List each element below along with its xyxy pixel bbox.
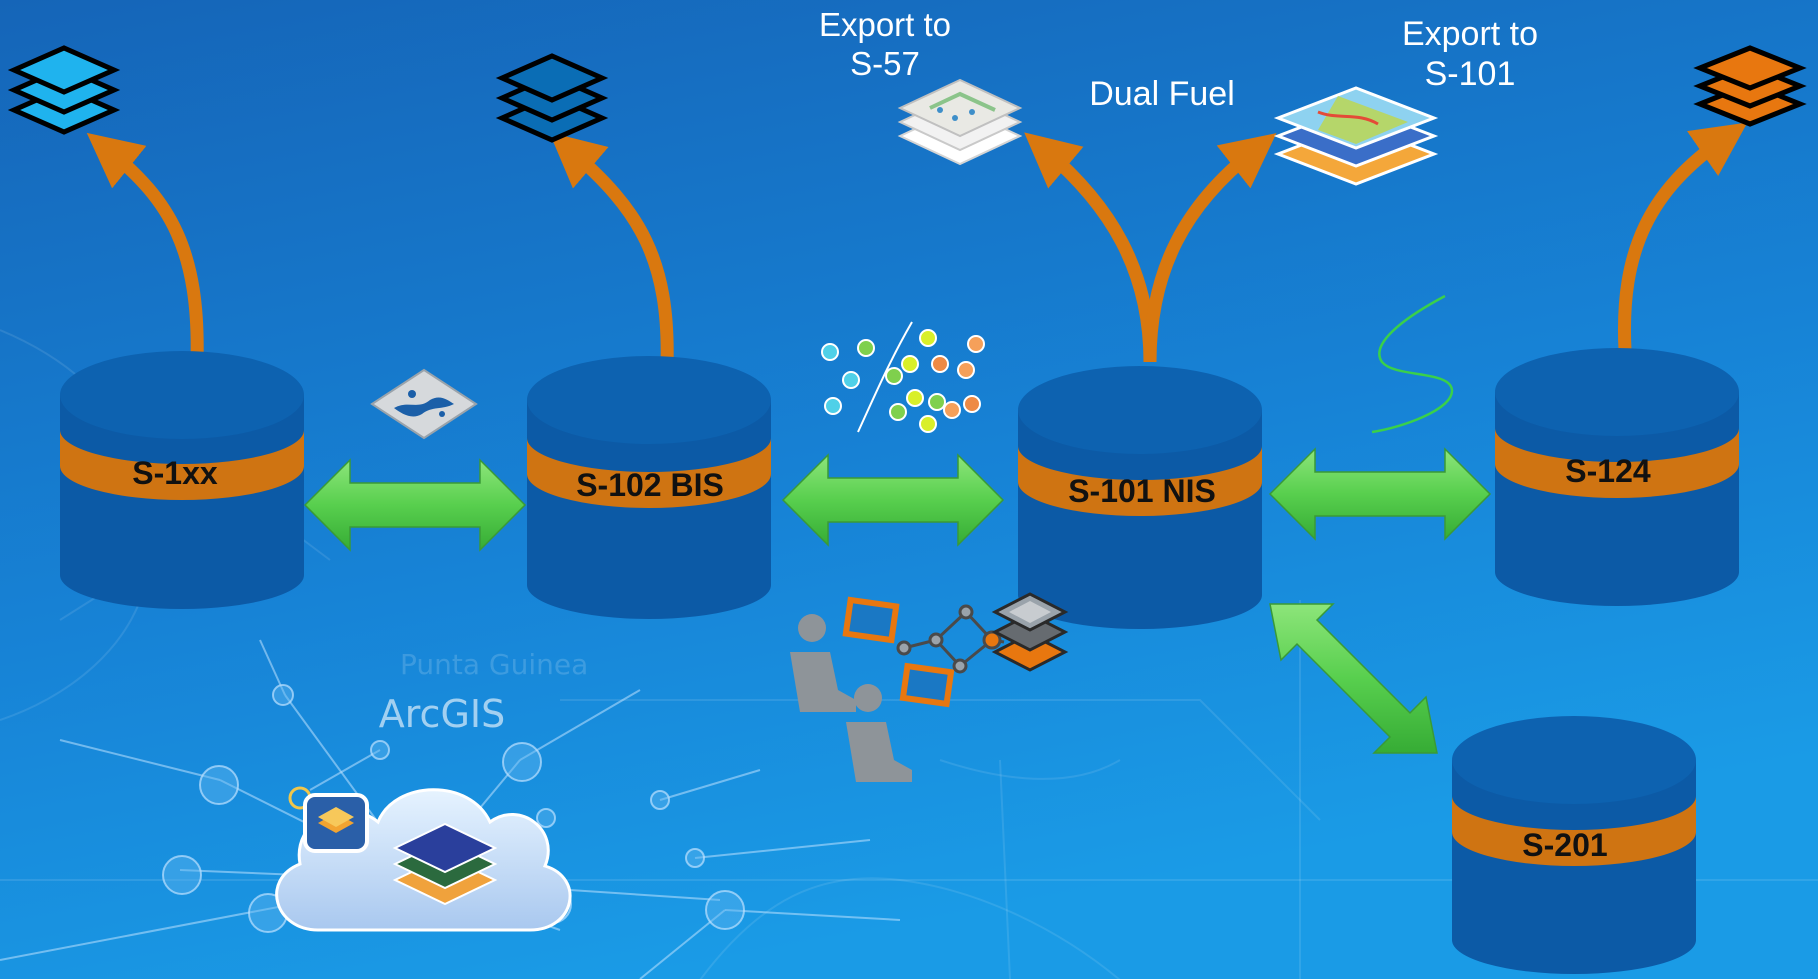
database-label-s201: S-201 [1522,827,1607,863]
layers-stack-icon [7,45,121,135]
sync-arrow-s1xx-s102 [303,458,527,552]
survey-line-icon [1371,294,1454,434]
sync-arrow-s102-s101 [781,453,1005,547]
chart-layers-icon [897,78,1023,166]
layers-stack-icon [1693,45,1807,127]
database-s124 [1495,348,1739,606]
cloud-icon [275,788,572,932]
database-s1xx [60,351,304,609]
export-arrow-s1xx [86,132,204,363]
database-s102 [527,356,771,619]
sync-arrow-s101-s124 [1268,447,1492,541]
database-s101 [1018,366,1262,629]
network-graph-icon [896,604,1005,674]
export-arrows [86,122,1748,367]
layers-stack-icon [495,53,609,143]
arcgis-label: ArcGIS [379,692,505,736]
place-name-label: Punta Guinea [400,648,588,681]
dual-fuel-label: Dual Fuel [1089,75,1235,113]
database-s201 [1452,716,1696,974]
users-workstation-icon [790,596,955,782]
sync-arrow-s101-s201 [1269,603,1438,754]
database-label-s1xx: S-1xx [132,455,218,491]
export-s101-label: Export to S-101 [1401,15,1539,94]
point-cloud-icon [821,321,985,433]
sync-arrows [303,447,1492,754]
export-s57-label: Export to S-57 [818,6,952,82]
database-label-s124: S-124 [1565,453,1651,489]
database-label-s102: S-102 BIS [576,467,724,503]
export-arrow-s101 [1143,133,1277,363]
server-stack-icon [991,592,1069,672]
bathymetry-tile-icon [370,368,478,440]
chart-layers-icon [1273,86,1439,186]
export-arrow-s124 [1617,122,1748,351]
database-label-s101: S-101 NIS [1068,473,1216,509]
export-arrow-s102 [549,132,674,367]
